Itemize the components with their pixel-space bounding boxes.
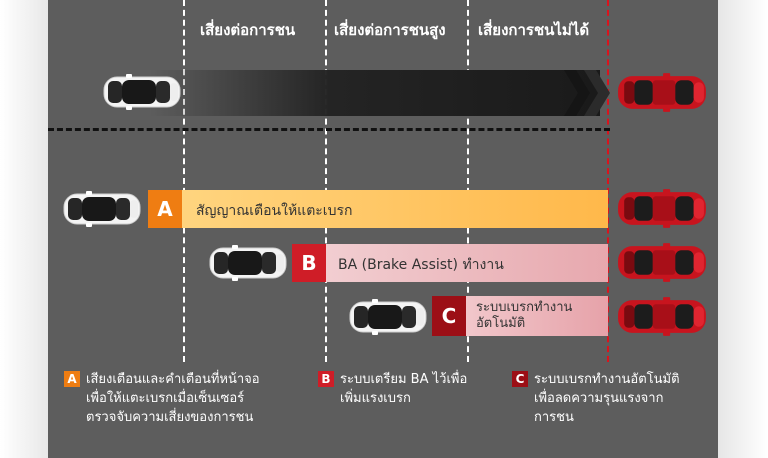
zone-label-unavoidable: เสี่ยงการชนไม่ได้: [478, 21, 590, 39]
stage-c-text: ระบบเบรกทำงาน อัตโนมัติ: [476, 300, 572, 332]
stage-a-text: สัญญาณเตือนให้แตะเบรก: [196, 203, 353, 219]
target-car-icon: [616, 242, 708, 283]
host-car-icon: [102, 72, 182, 112]
host-car-icon: [208, 243, 288, 283]
zone-divider: [183, 0, 185, 362]
zone-divider: [467, 0, 469, 362]
stage-c-text-line1: ระบบเบรกทำงาน: [476, 300, 573, 315]
chevron-right-icon: [584, 70, 610, 116]
legend-b-text: ระบบเตรียม BA ไว้เพื่อ เพิ่มแรงเบรก: [340, 370, 467, 408]
stage-b-bar: [292, 244, 608, 282]
stage-b-tag: B: [292, 244, 326, 282]
target-car-icon: [616, 296, 708, 337]
legend-a-tag: A: [64, 371, 80, 387]
stage-a-tag: A: [148, 190, 182, 228]
legend-c-text: ระบบเบรกทำงานอัตโนมัติ เพื่อลดความรุนแรง…: [534, 370, 680, 427]
legend-b-line1: ระบบเตรียม BA ไว้เพื่อ: [340, 372, 468, 387]
legend-c-line3: การชน: [534, 410, 574, 425]
legend-c-line2: เพื่อลดความรุนแรงจาก: [534, 391, 664, 406]
legend-c-line1: ระบบเบรกทำงานอัตโนมัติ: [534, 372, 680, 387]
stage-c-text-line2: อัตโนมัติ: [476, 316, 526, 331]
lane-divider: [48, 128, 610, 131]
zone-label-high-risk: เสี่ยงต่อการชนสูง: [334, 21, 446, 39]
legend-a-line2: เพื่อให้แตะเบรกเมื่อเซ็นเซอร์: [86, 391, 245, 406]
legend-c-tag: C: [512, 371, 528, 387]
stage-a-bar: [148, 190, 608, 228]
left-background: [0, 0, 48, 458]
target-car-icon: [616, 188, 708, 229]
collision-limit-line: [607, 0, 609, 362]
target-car-icon: [616, 72, 708, 113]
legend-a-line3: ตรวจจับความเสี่ยงของการชน: [86, 410, 254, 425]
zone-divider: [325, 0, 327, 362]
legend-b-line2: เพิ่มแรงเบรก: [340, 391, 411, 406]
chevron-right-icon: [564, 70, 590, 116]
legend-b-tag: B: [318, 371, 334, 387]
host-car-icon: [348, 297, 428, 337]
host-car-icon: [62, 189, 142, 229]
legend-a-line1: เสียงเตือนและคำเตือนที่หน้าจอ: [86, 372, 260, 387]
zone-label-risk: เสี่ยงต่อการชน: [200, 21, 296, 39]
stage-b-text: BA (Brake Assist) ทำงาน: [338, 257, 504, 273]
right-background: [718, 0, 768, 458]
stage-c-tag: C: [432, 296, 466, 336]
legend-a-text: เสียงเตือนและคำเตือนที่หน้าจอ เพื่อให้แต…: [86, 370, 260, 427]
motion-trail: [150, 70, 600, 116]
